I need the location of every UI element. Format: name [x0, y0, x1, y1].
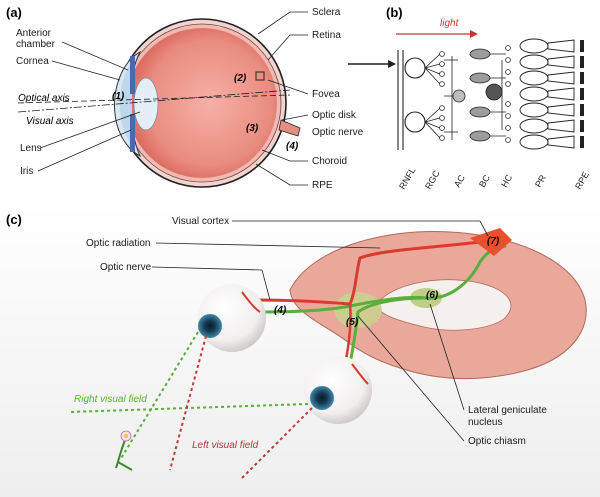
label-choroid: Choroid — [312, 156, 347, 167]
marker-c-7: (7) — [487, 236, 500, 247]
leader-optic-nerve-c — [151, 266, 271, 301]
label-optical-axis: Optical axis — [18, 93, 70, 104]
retina-shape — [127, 28, 277, 178]
optic-nerve-shape — [278, 119, 301, 137]
layer-label-hc: HC — [499, 172, 514, 189]
flower-object — [115, 430, 133, 471]
synapse-dots-ipl — [439, 51, 445, 141]
iris-shape — [130, 56, 135, 94]
leader-lgn — [429, 303, 465, 411]
layer-label-ac: AC — [452, 173, 467, 189]
label-right-visual-field: Right visual field — [74, 394, 147, 405]
bipolar-cell-3 — [469, 106, 491, 118]
synapse-dots-opl — [505, 45, 511, 143]
leader-lens — [39, 111, 141, 149]
outer-segments — [547, 39, 575, 149]
left-eye-iris — [310, 386, 334, 410]
ganglion-cell-bottom — [404, 111, 426, 133]
leader-optic-disk — [281, 114, 309, 121]
label-optic-chiasm: Optic chiasm — [468, 436, 526, 447]
horizontal-cell — [485, 83, 503, 101]
brain-slice-inner — [377, 279, 512, 331]
panel-a-eye-cross-section: (a) Anterior chamber Cornea Optical axis… — [6, 5, 396, 191]
label-visual-cortex: Visual cortex — [172, 216, 229, 227]
panel-b-label: (b) — [386, 5, 403, 20]
leader-optic-radiation — [155, 242, 381, 249]
panel-b-retina-layers: (b) light — [386, 5, 591, 191]
leader-choroid — [261, 149, 308, 162]
left-eye-vessels — [351, 363, 369, 385]
leader-fovea — [267, 79, 309, 95]
dendrites-bottom — [424, 107, 441, 139]
right-field-ray-1 — [119, 331, 199, 461]
marker-4: (4) — [286, 141, 299, 152]
leader-visual-cortex — [232, 220, 489, 237]
panel-c-label: (c) — [6, 212, 22, 227]
optical-axis-line — [17, 94, 291, 104]
label-rpe: RPE — [312, 180, 333, 191]
label-optic-nerve: Optic nerve — [312, 127, 364, 138]
arrowhead-to-retina-detail — [388, 60, 396, 68]
marker-1: (1) — [112, 91, 125, 102]
marker-2: (2) — [234, 73, 247, 84]
panel-c-visual-pathway: (c) Visual corte — [0, 205, 600, 497]
layer-label-rnfl: RNFL — [397, 166, 417, 191]
horizontal-links — [490, 53, 506, 137]
amacrine-cell — [452, 89, 466, 103]
rpe-bars — [580, 40, 584, 148]
lens-shape — [133, 77, 159, 131]
marker-c-6: (6) — [426, 290, 439, 301]
marker-c-5: (5) — [346, 317, 359, 328]
leader-optic-chiasm — [357, 315, 465, 442]
layer-label-rpe: RPE — [573, 170, 591, 191]
label-visual-axis: Visual axis — [26, 116, 74, 127]
label-optic-disk: Optic disk — [312, 110, 357, 121]
layer-label-rgc: RGC — [423, 168, 442, 191]
label-iris: Iris — [20, 166, 33, 177]
dendrites-top — [424, 53, 441, 85]
bipolar-cell-4 — [469, 130, 491, 142]
right-eye-vessels — [241, 291, 261, 313]
leader-cornea — [51, 60, 121, 81]
leader-iris — [37, 129, 132, 172]
visual-axis-line — [17, 89, 291, 113]
label-lens: Lens — [20, 143, 42, 154]
label-left-visual-field: Left visual field — [192, 440, 259, 451]
iris-shape-lower — [130, 114, 135, 152]
bipolar-cell-2 — [469, 72, 491, 84]
photoreceptor-row — [519, 38, 549, 150]
layer-label-bc: BC — [477, 173, 492, 189]
leader-retina — [267, 34, 308, 61]
right-field-ray-2 — [69, 403, 309, 413]
amacrine-links — [444, 56, 458, 140]
left-field-ray-2 — [239, 407, 313, 481]
leader-anterior-chamber — [61, 41, 129, 71]
leader-rpe — [255, 163, 308, 186]
ganglion-cell-top — [404, 57, 426, 79]
leader-sclera — [257, 11, 308, 35]
panel-a-label: (a) — [6, 5, 22, 20]
layer-label-pr: PR — [533, 173, 548, 189]
label-anterior-chamber-2: chamber — [16, 39, 56, 50]
label-lgn-1: Lateral geniculate — [468, 405, 547, 416]
label-retina: Retina — [312, 30, 341, 41]
label-sclera: Sclera — [312, 7, 341, 18]
label-anterior-chamber-1: Anterior — [16, 28, 52, 39]
label-optic-radiation: Optic radiation — [86, 238, 150, 249]
label-lgn-2: nucleus — [468, 417, 502, 428]
anterior-chamber-shape — [120, 62, 132, 146]
marker-c-4: (4) — [274, 305, 287, 316]
label-cornea: Cornea — [16, 56, 49, 67]
marker-3: (3) — [246, 123, 259, 134]
light-arrowhead — [470, 30, 478, 38]
fovea-box — [255, 71, 265, 81]
left-field-ray-1 — [169, 335, 207, 471]
light-label: light — [440, 18, 460, 29]
label-fovea: Fovea — [312, 89, 340, 100]
label-optic-nerve-c: Optic nerve — [100, 262, 152, 273]
bipolar-cell-1 — [469, 48, 491, 60]
right-eye-iris — [198, 314, 222, 338]
visual-cortex-highlight — [470, 228, 512, 256]
